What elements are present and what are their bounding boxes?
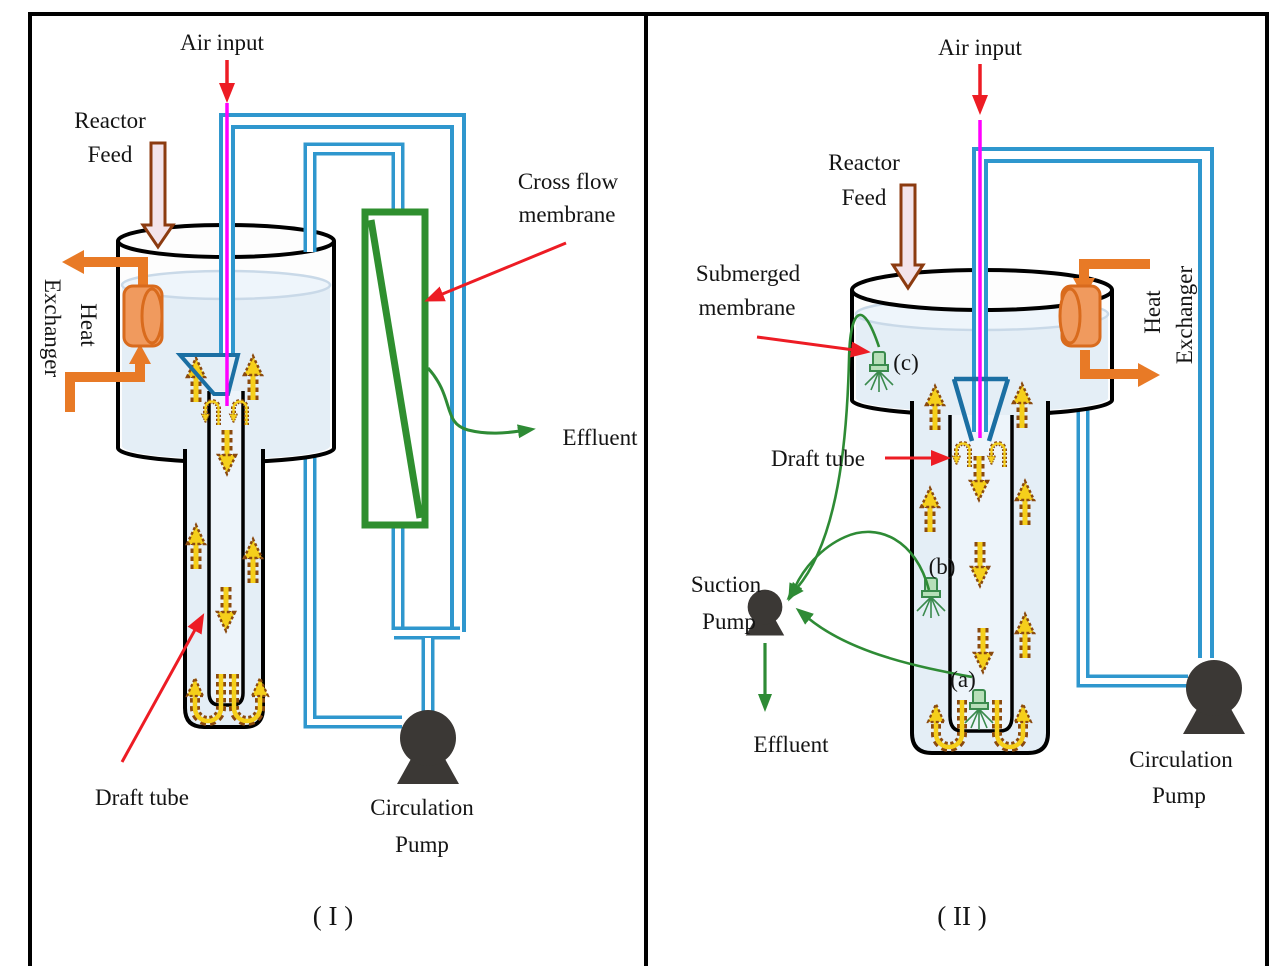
circulation-pump-label-II-2: Pump	[1152, 783, 1206, 808]
cross-flow-membrane	[361, 208, 429, 529]
heat-exchanger-label-II-1: Heat	[1140, 290, 1165, 334]
reactor-feed-label-II-2: Feed	[842, 185, 887, 210]
heat-exchanger-label-2: Exchanger	[40, 279, 65, 378]
submerged-pointer-arrow	[756, 335, 871, 358]
heat-out-arrowhead-II	[1138, 363, 1160, 387]
effluent-label: Effluent	[563, 425, 639, 450]
heat-in-arrowhead	[129, 344, 151, 364]
circulation-pump-label-1: Circulation	[370, 795, 474, 820]
cross-flow-label-1: Cross flow	[518, 169, 619, 194]
draft-tube	[207, 391, 245, 707]
circulation-pump-label-2: Pump	[395, 832, 449, 857]
draft-tube-label-II: Draft tube	[771, 446, 865, 471]
panel-I: Air input Reactor Feed Heat Exchanger Cr…	[40, 30, 638, 931]
effluent-label-II: Effluent	[754, 732, 830, 757]
circulation-pump-icon-II	[1183, 660, 1245, 734]
labels-I: Air input Reactor Feed Heat Exchanger Cr…	[40, 30, 638, 931]
membrane-c-tag: (c)	[893, 350, 919, 375]
suction-pump-label-1: Suction	[691, 572, 762, 597]
effluent-arrow	[426, 366, 536, 439]
reactor-feed-label-2: Feed	[88, 142, 133, 167]
reactor-feed-label-II-1: Reactor	[828, 150, 900, 175]
membrane-a-tag: (a)	[950, 667, 976, 692]
circulation-pump-icon	[397, 710, 459, 784]
air-input-label: Air input	[180, 30, 264, 55]
cross-flow-label-2: membrane	[518, 202, 615, 227]
heat-exchanger-II	[1058, 259, 1160, 387]
annotations-II	[756, 64, 988, 466]
suction-pump-label-2: Pump	[702, 609, 756, 634]
draft-tube-pointer-arrow	[120, 613, 205, 763]
suction-line-a	[795, 607, 973, 679]
reactor-feed-arrow	[140, 141, 176, 250]
panel-borders	[28, 12, 1269, 966]
labels-II: Air input Reactor Feed Submerged membran…	[691, 35, 1233, 931]
draft-tube-label: Draft tube	[95, 785, 189, 810]
circulation-pump-label-II-1: Circulation	[1129, 747, 1233, 772]
suction-line-b	[788, 530, 931, 602]
reactor-feed-arrow-II	[890, 183, 926, 291]
membrane-pointer-arrow	[424, 241, 567, 302]
heat-exchanger-label-II-2: Exchanger	[1172, 265, 1197, 364]
pipe-vessel-to-pump-I	[303, 440, 402, 729]
heat-out-arrowhead	[62, 250, 84, 274]
pipe-vessel-to-pump-II	[1076, 395, 1188, 688]
heat-exchanger-I	[62, 250, 164, 412]
submerged-membrane-label-1: Submerged	[696, 261, 801, 286]
suction-line-c	[786, 313, 881, 601]
reactor-feed-label-1: Reactor	[74, 108, 146, 133]
panel-caption-II: ( II )	[937, 901, 986, 931]
panel-caption-I: ( I )	[313, 901, 353, 931]
heat-exchanger-label-1: Heat	[76, 303, 101, 347]
panel-II: Air input Reactor Feed Submerged membran…	[691, 35, 1245, 931]
submerged-membrane-label-2: membrane	[698, 295, 795, 320]
air-input-label-II: Air input	[938, 35, 1022, 60]
annotations-I	[120, 60, 567, 763]
membrane-b-tag: (b)	[929, 554, 956, 579]
suction-lines	[758, 313, 973, 712]
